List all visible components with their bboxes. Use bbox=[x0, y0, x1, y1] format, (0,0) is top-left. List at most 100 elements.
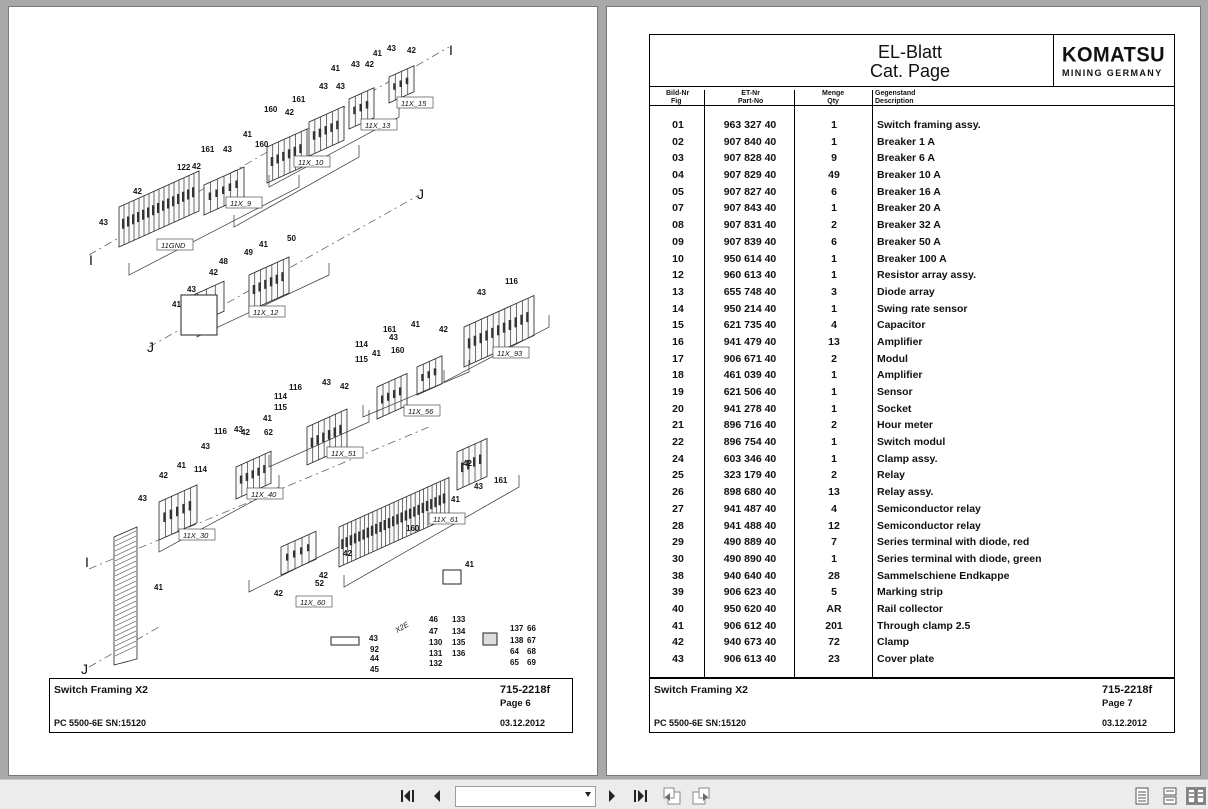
callout-number: 46 bbox=[429, 615, 438, 624]
callout-number: 43 bbox=[351, 60, 360, 69]
group-tag-box bbox=[492, 346, 530, 359]
callout-number: 45 bbox=[370, 665, 379, 674]
group-tag-label: 11X_60 bbox=[300, 598, 326, 607]
cell-qty: 23 bbox=[828, 653, 840, 665]
callout-number: 42 bbox=[133, 187, 142, 196]
terminal-block bbox=[388, 65, 415, 104]
footer-model: PC 5500-6E SN:15120 bbox=[654, 718, 747, 728]
callout-number: 161 bbox=[201, 145, 215, 154]
previous-view-icon[interactable] bbox=[662, 787, 682, 805]
footer-title: Switch Framing X2 bbox=[654, 684, 748, 696]
page-footer-left: Switch Framing X2 715-2218f Page 6 PC 55… bbox=[49, 678, 573, 733]
cell-qty: 1 bbox=[831, 269, 837, 282]
diagram-canvas: IJIJIJ11X_1511X_1311X_1011X_911GND11X_12… bbox=[81, 42, 550, 677]
cell-part: 960 613 40 bbox=[723, 269, 777, 282]
footer-code: 715-2218f bbox=[500, 684, 551, 696]
cell-fig: 03 bbox=[672, 152, 684, 165]
cell-fig: 18 bbox=[672, 369, 684, 382]
footer-date: 03.12.2012 bbox=[500, 718, 546, 728]
cell-qty: 4 bbox=[831, 502, 837, 515]
cell-part: 896 754 40 bbox=[723, 436, 777, 449]
group-tag-label: 11X_10 bbox=[298, 158, 324, 167]
cell-qty: 6 bbox=[831, 185, 837, 198]
facing-pages-view-icon[interactable] bbox=[1186, 787, 1206, 805]
first-page-icon[interactable] bbox=[398, 787, 418, 805]
section-mark-label: I bbox=[449, 42, 453, 58]
cell-desc: Breaker 50 A bbox=[877, 235, 941, 248]
section-mark-label: I bbox=[89, 252, 93, 268]
section-mark-label: I bbox=[85, 554, 89, 570]
group-tag-label: 11X_12 bbox=[253, 308, 279, 317]
cell-qty: 13 bbox=[828, 335, 840, 348]
callout-number: 42 bbox=[285, 108, 294, 117]
cell-desc: Amplifier bbox=[877, 369, 923, 382]
callout-number: 42 bbox=[407, 46, 416, 55]
callout-number: 161 bbox=[494, 476, 508, 485]
cell-fig: 24 bbox=[672, 452, 684, 465]
group-tag-label: 11X_93 bbox=[497, 349, 523, 358]
callout-number: 49 bbox=[244, 248, 253, 257]
group-tag-box bbox=[403, 404, 441, 417]
cell-part: 655 748 40 bbox=[723, 285, 777, 298]
group-tag-box bbox=[293, 155, 331, 168]
cell-qty: 3 bbox=[831, 285, 837, 298]
terminal-block bbox=[118, 170, 200, 248]
callout-number: 41 bbox=[243, 130, 252, 139]
column-header-qty: Menge Qty bbox=[822, 90, 844, 105]
group-tag-label: 11X_51 bbox=[331, 449, 356, 458]
cell-desc: Switch framing assy. bbox=[877, 119, 981, 131]
page-number-select[interactable] bbox=[455, 786, 596, 807]
cell-desc: Semiconductor relay bbox=[877, 519, 981, 532]
callout-number: 136 bbox=[452, 649, 466, 658]
callout-number: 134 bbox=[452, 627, 466, 636]
group-tag-box bbox=[396, 96, 434, 109]
cell-fig: 22 bbox=[672, 436, 684, 449]
continuous-view-icon[interactable] bbox=[1160, 787, 1180, 805]
callout-number: 50 bbox=[287, 234, 296, 243]
callout-number: 44 bbox=[370, 654, 379, 663]
cell-part: 906 613 40 bbox=[723, 653, 777, 665]
group-tag-label: 11X_9 bbox=[230, 199, 252, 208]
cell-part: 941 488 40 bbox=[723, 519, 777, 532]
callout-number: 116 bbox=[289, 383, 302, 392]
callout-number: 41 bbox=[172, 300, 181, 309]
callout-number: 41 bbox=[411, 320, 420, 329]
single-page-view-icon[interactable] bbox=[1132, 787, 1152, 805]
footer-date: 03.12.2012 bbox=[1102, 718, 1148, 728]
callout-number: 41 bbox=[465, 560, 474, 569]
callout-number: 65 bbox=[510, 658, 519, 667]
next-view-icon[interactable] bbox=[691, 787, 711, 805]
last-page-icon[interactable] bbox=[630, 787, 650, 805]
section-guide-line bbox=[148, 194, 420, 348]
column-divider bbox=[794, 90, 795, 679]
cell-desc: Through clamp 2.5 bbox=[877, 619, 971, 632]
rail-outline bbox=[362, 360, 470, 418]
next-page-icon[interactable] bbox=[602, 787, 622, 805]
callout-number: 66 bbox=[527, 624, 536, 633]
cell-desc: Breaker 6 A bbox=[877, 152, 935, 165]
previous-page-icon[interactable] bbox=[427, 787, 447, 805]
rail-outline bbox=[248, 535, 340, 593]
cell-qty: 1 bbox=[831, 135, 837, 148]
callout-number: 132 bbox=[429, 659, 443, 668]
callout-number: 160 bbox=[264, 105, 278, 114]
callout-number: 115 bbox=[274, 403, 287, 412]
terminal-block bbox=[248, 256, 290, 312]
cell-fig: 12 bbox=[672, 269, 684, 282]
cell-part: 490 889 40 bbox=[723, 536, 777, 549]
group-tag-label: 11X_56 bbox=[408, 407, 434, 416]
callout-number: 116 bbox=[214, 427, 227, 436]
footer-title: Switch Framing X2 bbox=[54, 684, 148, 696]
